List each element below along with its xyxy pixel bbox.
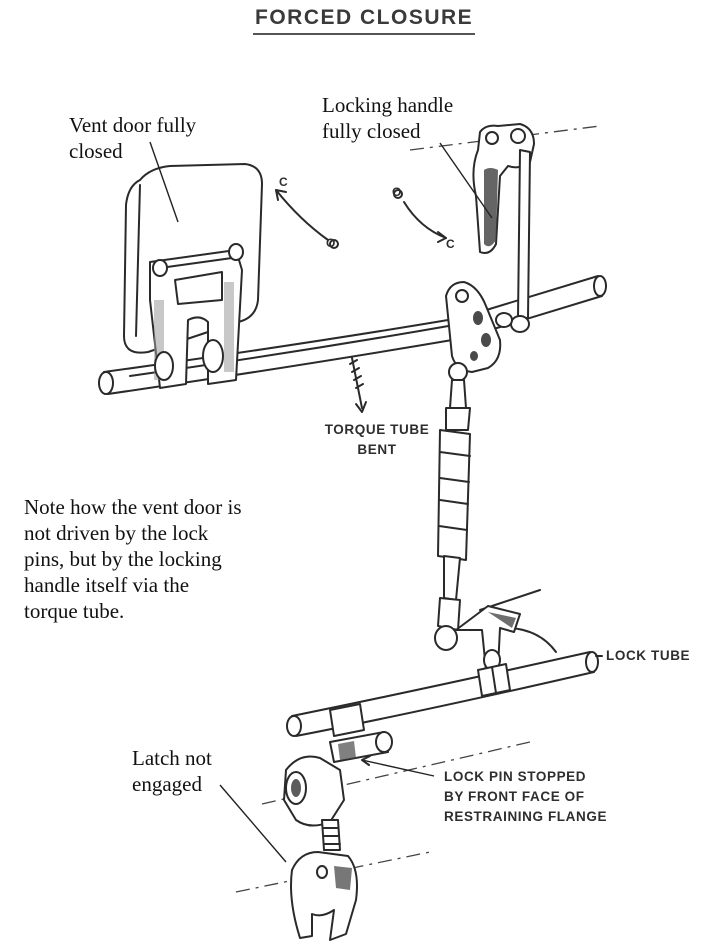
latch-assembly [235,741,531,941]
door-rotation-arc [275,189,339,249]
push-pull-rod [434,362,471,651]
locking-handle [409,123,601,333]
handle-rotation-arc [393,189,447,243]
torque-tube-label: TORQUE TUBE BENT [322,420,432,460]
lock-pin-label-line-2: BY FRONT FACE OF [444,789,585,804]
lock-pin-arrowhead [361,755,371,766]
vent-door-label-line-1: Vent door fully [69,113,197,137]
rotation-mark-open-handle: O [326,236,336,250]
rotation-mark-closed-handle: C [446,237,456,251]
vent-door [123,163,263,389]
lower-bellcrank [455,589,557,671]
note-line-1: Note how the vent door is [24,495,242,519]
vent-door-label: Vent door fully closed [69,112,196,164]
vent-door-leader [149,141,179,223]
torque-tube-bent-arrow [349,357,367,413]
note-line-2: not driven by the lock [24,521,209,545]
latch-label: Latch not engaged [132,745,212,797]
rotation-mark-open-door: O [392,185,402,199]
note-line-5: torque tube. [24,599,125,623]
lock-pin-label: LOCK PIN STOPPED BY FRONT FACE OF RESTRA… [444,767,607,827]
note-line-4: handle itself via the [24,573,190,597]
latch-label-line-1: Latch not [132,746,212,770]
lock-pin-leader [361,759,435,777]
lock-pin-label-line-1: LOCK PIN STOPPED [444,769,587,784]
locking-handle-label-line-2: fully closed [322,119,421,143]
latch-leader [219,784,287,863]
locking-handle-label: Locking handle fully closed [322,92,453,144]
lock-tube [286,651,599,737]
vent-door-label-line-2: closed [69,139,123,163]
diagram-title: FORCED CLOSURE [255,6,474,29]
title-underline [253,33,475,35]
locking-handle-label-line-1: Locking handle [322,93,454,117]
lock-tube-label: LOCK TUBE [606,648,691,663]
latch-label-line-2: engaged [132,772,202,796]
torque-tube-label-line-1: TORQUE TUBE [324,422,430,437]
rotation-mark-closed-door: C [279,175,289,189]
lock-pin [329,731,393,763]
lock-pin-label-line-3: RESTRAINING FLANGE [444,809,608,824]
torque-tube-label-line-2: BENT [357,442,397,457]
locking-handle-leader [439,142,493,219]
torque-tube-arm [445,281,502,373]
explanatory-note: Note how the vent door is not driven by … [24,494,242,624]
note-line-3: pins, but by the locking [24,547,222,571]
